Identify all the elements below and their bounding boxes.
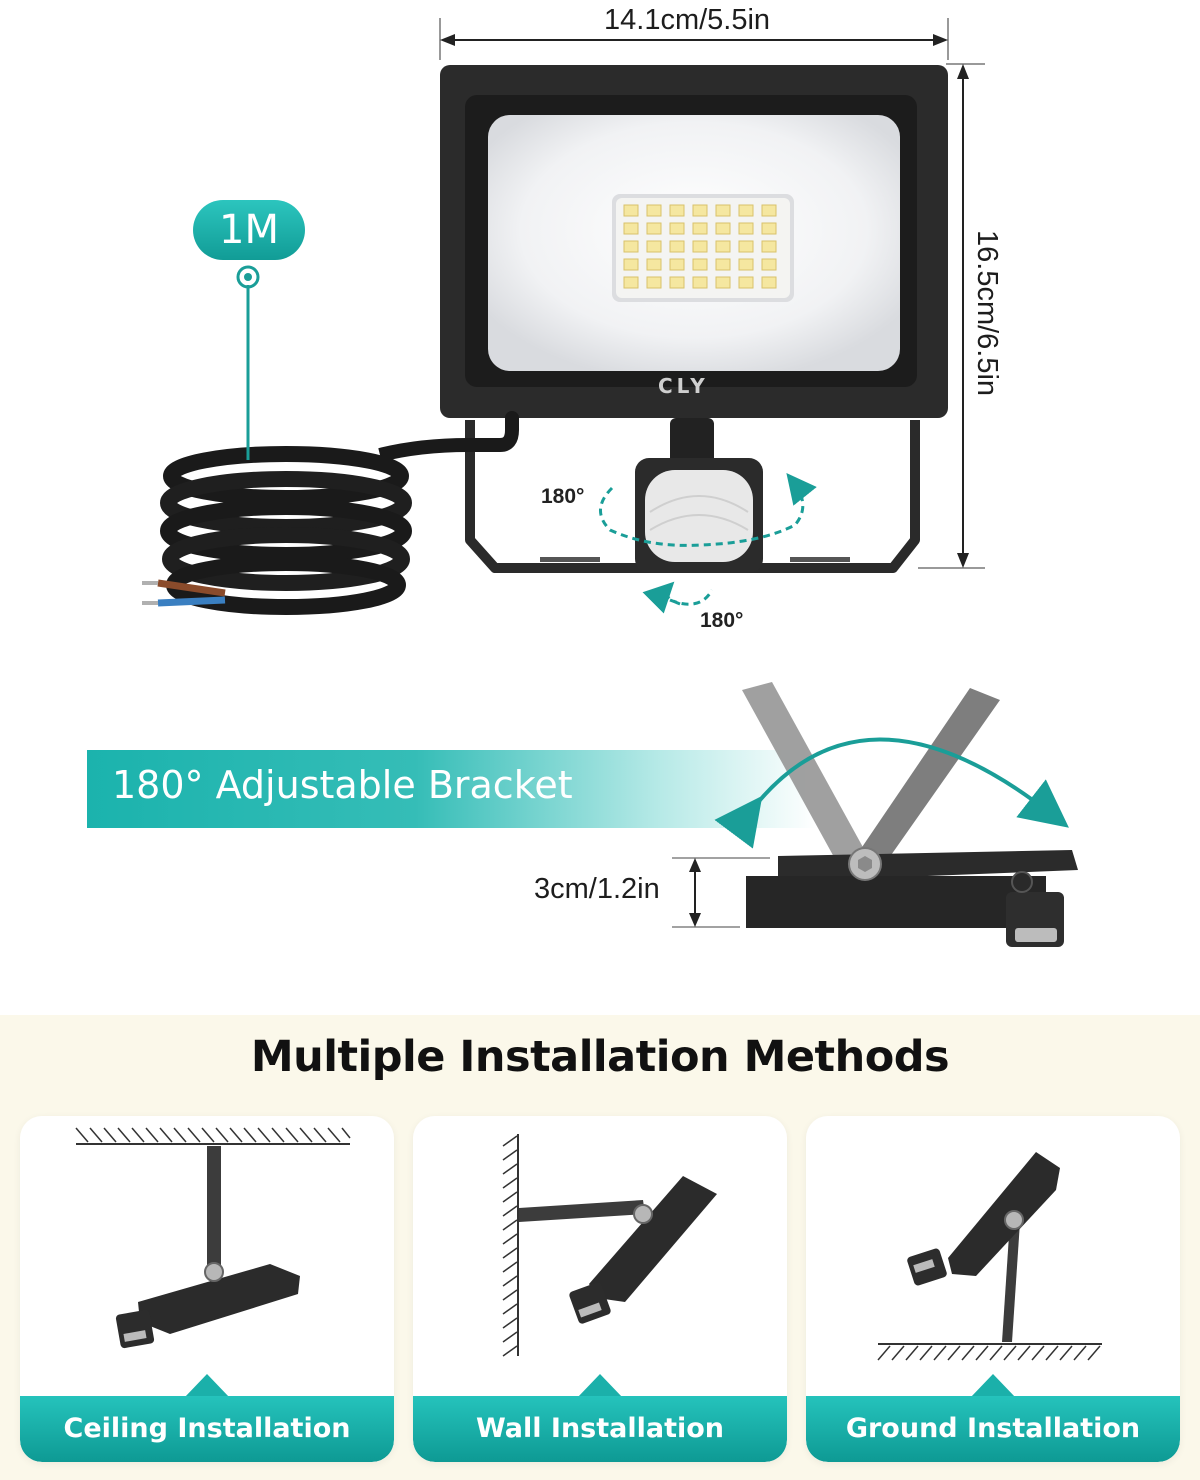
ground-mount-icon [877, 1152, 1102, 1361]
width-label: 14.1cm/5.5in [604, 4, 771, 36]
wall-installation-card: Wall Installation [413, 1116, 787, 1462]
wall-pointer-triangle [577, 1374, 623, 1398]
led-array [623, 204, 777, 289]
ceiling-mount-icon [75, 1127, 351, 1349]
ground-installation-label: Ground Installation [806, 1396, 1180, 1462]
section-title: Multiple Installation Methods [250, 1032, 950, 1082]
wall-mount-icon [502, 1134, 717, 1357]
bracket-side-diagram [672, 682, 1078, 947]
motion-sensor [635, 418, 763, 573]
depth-label: 3cm/1.2in [534, 873, 660, 905]
height-label: 16.5cm/6.5in [971, 230, 1003, 397]
bracket-banner [87, 750, 817, 828]
ceiling-pointer-triangle [184, 1374, 230, 1398]
width-dimension [439, 18, 949, 60]
horizontal-rotation-label: 180° [541, 485, 585, 508]
height-dimension [918, 63, 985, 569]
cable-length-badge: 1M [193, 200, 305, 260]
floodlight-diagram [142, 18, 985, 615]
bracket-label: 180° Adjustable Bracket [112, 763, 573, 807]
wall-installation-label: Wall Installation [413, 1396, 787, 1462]
ground-installation-card: Ground Installation [806, 1116, 1180, 1462]
ground-pointer-triangle [970, 1374, 1016, 1398]
ceiling-installation-label: Ceiling Installation [20, 1396, 394, 1462]
sensor-rotation-arrows [599, 472, 817, 614]
floodlight-housing [440, 65, 948, 418]
brand-logo: CLY [658, 374, 709, 398]
cable-length-leader [236, 265, 260, 460]
power-cable [142, 411, 519, 615]
ceiling-installation-card: Ceiling Installation [20, 1116, 394, 1462]
vertical-rotation-label: 180° [700, 609, 744, 632]
